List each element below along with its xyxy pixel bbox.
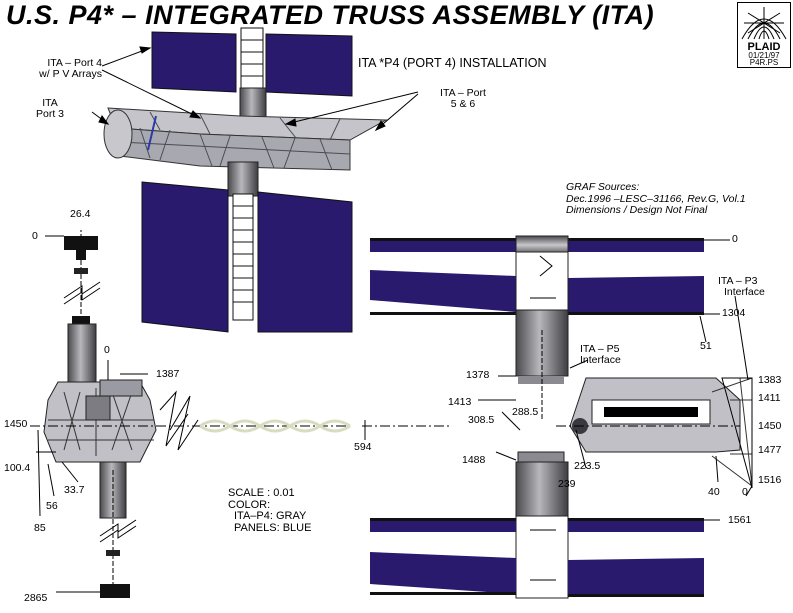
- callout-p5-line2: Interface: [580, 354, 621, 366]
- callout-port56-line1: ITA – Port: [440, 87, 486, 99]
- right-upper-mast: [515, 251, 569, 311]
- sources-line3: Dimensions / Design Not Final: [566, 204, 708, 216]
- left-truss-body: [43, 381, 157, 463]
- dim-33-7: 33.7: [64, 484, 85, 496]
- left-view: [30, 230, 350, 598]
- scale-color-note: SCALE : 0.01 COLOR: ITA–P4: GRAY PANELS:…: [228, 487, 312, 534]
- graf-sources-note: GRAF Sources: Dec.1996 –LESC–31166, Rev.…: [566, 181, 746, 217]
- center-beam: [199, 419, 450, 440]
- iso-lower-panel-right: [257, 191, 353, 333]
- dim-1413: 1413: [448, 396, 472, 408]
- dim-51: 51: [700, 340, 712, 352]
- dim-288-5: 288.5: [512, 406, 539, 418]
- right-lower-cylinder: [515, 461, 569, 517]
- right-view: [370, 235, 753, 599]
- diagram-subtitle: ITA *P4 (PORT 4) INSTALLATION: [358, 56, 547, 70]
- left-bottom-cap: [100, 584, 130, 598]
- iso-lower-panel-left: [141, 181, 229, 333]
- dim-1477: 1477: [758, 444, 782, 456]
- dim-1488: 1488: [462, 454, 486, 466]
- dim-1561: 1561: [728, 514, 752, 526]
- dim-2865: 2865: [24, 592, 48, 604]
- dim-left-1450: 1450: [4, 418, 28, 430]
- dim-left-0-mid: 0: [104, 344, 110, 356]
- dim-right-1450: 1450: [758, 420, 782, 432]
- callout-port56: ITA – Port 5 & 6: [418, 88, 508, 110]
- left-upper-cylinder: [67, 323, 97, 387]
- logo-name: PLAID: [747, 41, 781, 53]
- dim-1383: 1383: [758, 374, 782, 386]
- callout-port3: ITA Port 3: [28, 98, 72, 120]
- dim-239: 239: [558, 478, 576, 490]
- dim-308-5: 308.5: [468, 414, 495, 426]
- iso-lower-mast: [232, 193, 254, 321]
- dim-26-4: 26.4: [70, 208, 91, 220]
- page-title: U.S. P4* – INTEGRATED TRUSS ASSEMBLY (IT…: [6, 0, 655, 30]
- callout-p3-interface: ITA – P3 Interface: [718, 276, 765, 298]
- callout-p5-line1: ITA – P5: [580, 343, 620, 355]
- dim-right-0-bottom: 0: [742, 486, 748, 498]
- dim-223-5: 223.5: [574, 460, 601, 472]
- scale-line1: SCALE : 0.01: [228, 487, 295, 499]
- logo-date: 01/21/97: [748, 51, 780, 60]
- scale-line3: ITA–P4: GRAY: [234, 510, 307, 522]
- callout-p5-interface: ITA – P5 Interface: [580, 344, 621, 366]
- sources-line2: Dec.1996 –LESC–31166, Rev.G, Vol.1: [566, 192, 746, 205]
- plaid-logo: PLAID 01/21/97 P4R.PS: [737, 2, 791, 68]
- callout-port3-line2: Port 3: [35, 108, 64, 120]
- dim-1516: 1516: [758, 474, 782, 486]
- dim-1387: 1387: [156, 368, 180, 380]
- dim-40: 40: [708, 486, 720, 498]
- callout-port4: ITA – Port 4 w/ P V Arrays: [10, 58, 102, 80]
- iso-upper-panel-left: [151, 31, 237, 93]
- iso-upper-panel-right: [265, 33, 353, 97]
- dim-85: 85: [34, 522, 46, 534]
- dim-right-0: 0: [732, 233, 738, 245]
- scale-line4: PANELS: BLUE: [234, 521, 312, 534]
- dim-594: 594: [354, 441, 372, 453]
- callout-port3-line1: ITA: [42, 97, 58, 109]
- dim-100-4: 100.4: [4, 462, 31, 474]
- dim-1304: 1304: [722, 307, 746, 319]
- callout-port4-line2: w/ P V Arrays: [39, 68, 102, 80]
- iso-port3-disc: [103, 109, 133, 159]
- callout-port56-line2: 5 & 6: [450, 98, 476, 110]
- iso-lower-cylinder: [227, 161, 259, 197]
- iso-view: [91, 27, 419, 333]
- sources-line1: GRAF Sources:: [566, 181, 640, 193]
- dim-1411: 1411: [758, 392, 781, 404]
- dim-56: 56: [46, 500, 58, 512]
- dim-1378: 1378: [466, 369, 490, 381]
- iso-upper-mast: [240, 27, 264, 95]
- callout-p3-line1: ITA – P3: [718, 275, 758, 287]
- logo-file: P4R.PS: [749, 58, 779, 67]
- scale-line2: COLOR:: [228, 498, 271, 511]
- dim-left-0-top: 0: [32, 230, 38, 242]
- callout-port4-line1: ITA – Port 4: [47, 57, 102, 69]
- plaid-logo-mark: [741, 7, 787, 40]
- callout-p3-line2: Interface: [724, 286, 765, 298]
- left-top-cap: [64, 236, 98, 250]
